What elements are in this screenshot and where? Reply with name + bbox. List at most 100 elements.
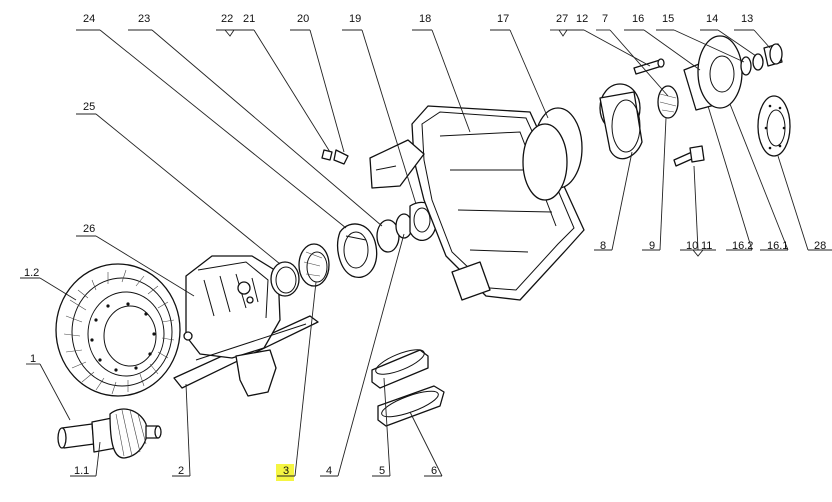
- callout-label[interactable]: 1.1: [74, 465, 89, 477]
- callout-18: 18: [412, 13, 471, 133]
- end-cover-plate: [757, 95, 791, 157]
- callout-label[interactable]: 16.1: [767, 240, 788, 252]
- spacer-rings: [371, 349, 445, 427]
- leader-line: [693, 165, 699, 251]
- callout-label[interactable]: 25: [83, 101, 95, 113]
- callout-20: 20: [290, 13, 345, 153]
- differential-housing: [173, 255, 319, 397]
- leader-line: [777, 155, 809, 251]
- callout-label[interactable]: 21: [243, 13, 255, 25]
- leader-line: [39, 363, 71, 421]
- callout-1-2: 1.2: [20, 267, 77, 301]
- callout-label[interactable]: 2: [178, 465, 184, 477]
- callout-label[interactable]: 1.2: [24, 267, 39, 279]
- callout-label[interactable]: 13: [741, 13, 753, 25]
- leader-line: [294, 281, 317, 477]
- leader-line: [99, 29, 347, 229]
- leader-line: [707, 105, 753, 251]
- callout-label[interactable]: 24: [83, 13, 95, 25]
- callout-28: 28: [777, 155, 832, 252]
- callout-11: 11: [693, 165, 716, 252]
- leader-line: [253, 29, 331, 153]
- callout-label[interactable]: 9: [649, 240, 655, 252]
- retaining-rings: [740, 43, 783, 76]
- callout-6: 6: [409, 411, 443, 477]
- callout-label[interactable]: 28: [814, 240, 826, 252]
- callout-1-1: 1.1: [70, 441, 101, 477]
- leader-line: [583, 29, 651, 67]
- callout-13: 13: [734, 13, 771, 49]
- callout-5: 5: [372, 377, 391, 477]
- callout-24: 24: [76, 13, 347, 229]
- leader-line: [753, 29, 771, 49]
- group-bracket: [224, 29, 235, 37]
- callout-label[interactable]: 5: [379, 465, 385, 477]
- pinion-shaft: [57, 408, 162, 459]
- callout-26: 26: [76, 223, 195, 297]
- seal-ring: [270, 261, 300, 297]
- leader-line: [383, 377, 391, 477]
- leader-line: [361, 29, 417, 205]
- callout-label[interactable]: 27: [556, 13, 568, 25]
- callout-label[interactable]: 18: [419, 13, 431, 25]
- leader-line: [717, 29, 757, 57]
- callout-27: 27: [550, 13, 568, 31]
- callout-16-2: 16.2: [707, 105, 753, 252]
- leader-line: [309, 29, 345, 153]
- leader-line: [611, 151, 633, 251]
- callout-16: 16: [624, 13, 701, 71]
- callout-23: 23: [128, 13, 383, 227]
- outer-bearing: [657, 85, 679, 119]
- callout-9: 9: [642, 117, 667, 252]
- callout-19: 19: [342, 13, 417, 205]
- callout-label[interactable]: 16: [632, 13, 644, 25]
- callout-label[interactable]: 6: [431, 465, 437, 477]
- leader-line: [609, 29, 669, 97]
- callout-label[interactable]: 23: [138, 13, 150, 25]
- leader-line: [409, 411, 443, 477]
- callout-label[interactable]: 26: [83, 223, 95, 235]
- callout-label[interactable]: 20: [297, 13, 309, 25]
- leader-line: [95, 235, 195, 297]
- leader-line: [729, 103, 789, 251]
- callout-label[interactable]: 19: [349, 13, 361, 25]
- callout-label[interactable]: 12: [576, 13, 588, 25]
- group-bracket: [558, 29, 568, 37]
- callout-17: 17: [490, 13, 549, 119]
- callout-label[interactable]: 4: [326, 465, 332, 477]
- leader-line: [39, 277, 77, 301]
- leader-line: [95, 113, 281, 265]
- callout-21: 21: [234, 13, 331, 153]
- bearing-cup: [337, 223, 378, 278]
- callout-label[interactable]: 3: [283, 465, 289, 477]
- callout-10: 10: [680, 240, 698, 252]
- callout-label[interactable]: 8: [600, 240, 606, 252]
- callout-label[interactable]: 17: [497, 13, 509, 25]
- callout-label[interactable]: 22: [221, 13, 233, 25]
- leader-line: [337, 233, 405, 477]
- leader-line: [431, 29, 471, 133]
- callout-label[interactable]: 14: [706, 13, 718, 25]
- hex-bolt: [673, 145, 705, 167]
- o-ring: [522, 107, 583, 201]
- leader-line: [151, 29, 383, 227]
- taper-bearing: [298, 243, 330, 287]
- callout-highlight: [276, 464, 294, 481]
- callout-label[interactable]: 1: [30, 353, 36, 365]
- callout-25: 25: [76, 101, 281, 265]
- callout-label[interactable]: 15: [662, 13, 674, 25]
- callout-label[interactable]: 7: [602, 13, 608, 25]
- callout-15: 15: [656, 13, 745, 63]
- callout-label[interactable]: 10: [686, 240, 698, 252]
- leader-line: [185, 383, 191, 477]
- callout-22: 22: [216, 13, 234, 31]
- callout-label[interactable]: 16.2: [732, 240, 753, 252]
- callout-label[interactable]: 11: [701, 240, 712, 252]
- leader-line: [643, 29, 701, 71]
- leader-line: [95, 441, 101, 477]
- callout-14: 14: [700, 13, 757, 57]
- hub-flange: [599, 83, 643, 160]
